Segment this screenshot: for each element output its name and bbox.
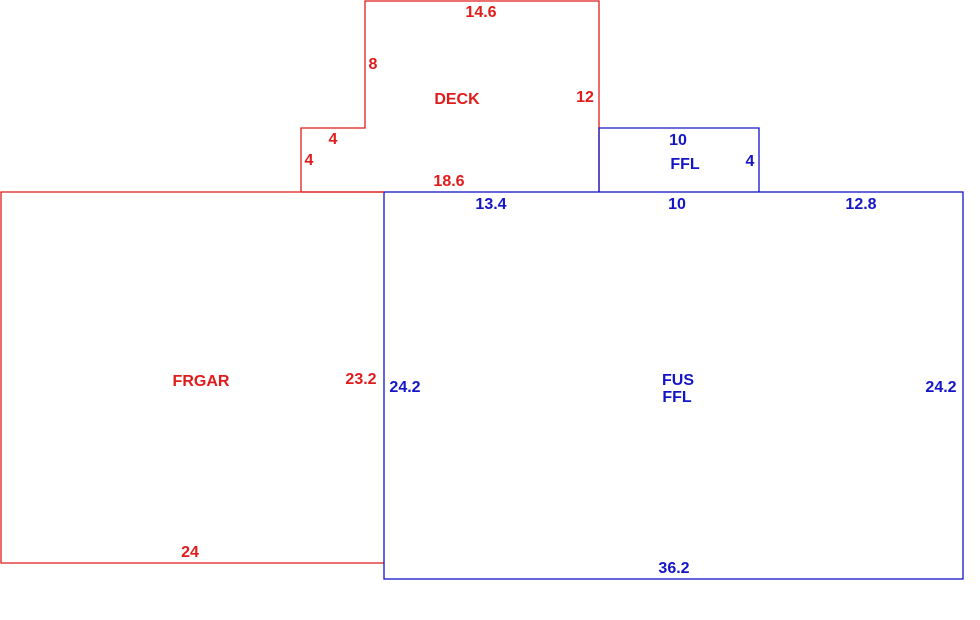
- deck-top-dimension: 14.6: [465, 4, 496, 21]
- main-house-top-left-dimension: 13.4: [475, 196, 506, 213]
- main-house-right-dimension: 24.2: [925, 379, 956, 396]
- main-house-left-dimension: 24.2: [389, 379, 420, 396]
- ffl-addition-right-dimension: 4: [746, 153, 755, 170]
- garage-right-dimension: 23.2: [345, 371, 376, 388]
- garage-outline: [0, 191, 384, 564]
- deck-area-label: DECK: [434, 91, 480, 108]
- deck-outline: [300, 0, 600, 192]
- ffl-addition-bottom-dimension: 10: [668, 196, 686, 213]
- ffl-addition-outline: [598, 127, 760, 192]
- main-house-outline: [383, 191, 964, 580]
- main-house-area-label-line1: FUS: [662, 372, 694, 389]
- deck-right-dimension: 12: [576, 89, 594, 106]
- garage-area-label: FRGAR: [173, 373, 230, 390]
- deck-left-lower-dimension: 4: [305, 152, 314, 169]
- main-house-bottom-dimension: 36.2: [658, 560, 689, 577]
- garage-bottom-dimension: 24: [181, 544, 199, 561]
- deck-bottom-dimension: 18.6: [433, 173, 464, 190]
- main-house-top-right-dimension: 12.8: [845, 196, 876, 213]
- ffl-addition-top-dimension: 10: [669, 132, 687, 149]
- ffl-addition-area-label: FFL: [670, 156, 700, 173]
- deck-step-dimension: 4: [329, 131, 338, 148]
- deck-left-upper-dimension: 8: [369, 56, 378, 73]
- main-house-area-label-line2: FFL: [662, 389, 692, 406]
